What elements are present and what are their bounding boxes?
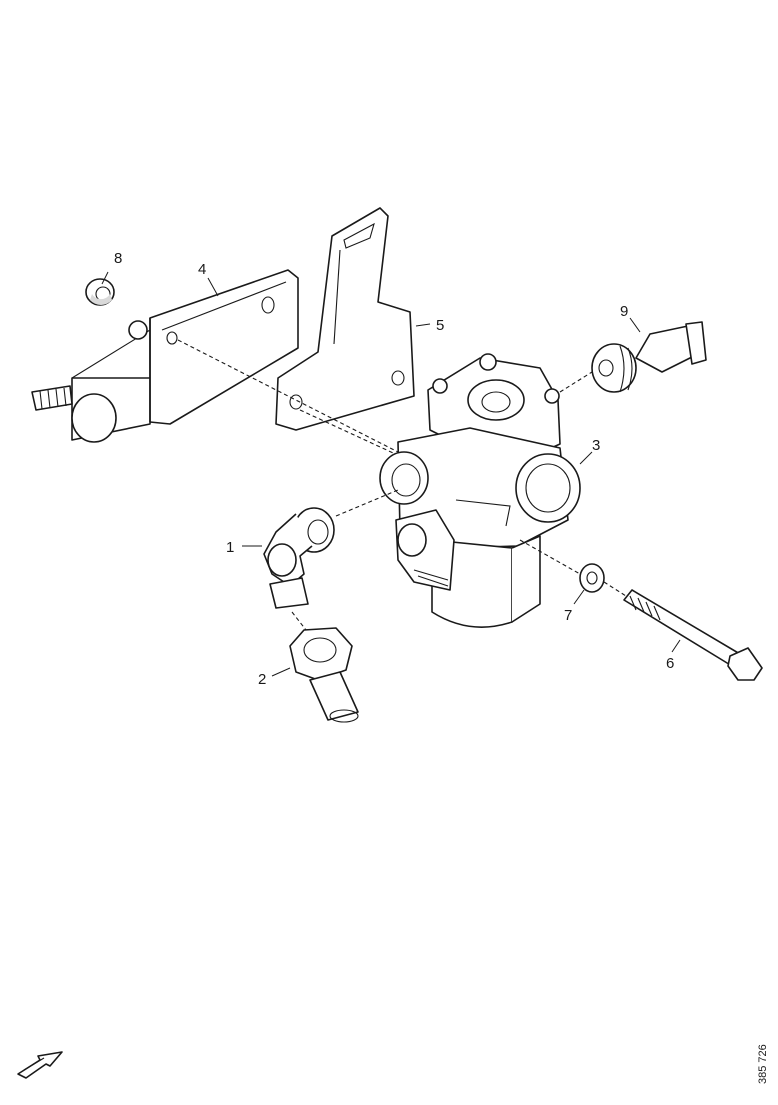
label-7: 7 (564, 607, 572, 624)
leader-9 (629, 317, 641, 333)
label-8: 8 (114, 250, 122, 267)
label-1: 1 (226, 539, 234, 556)
orientation-arrow-icon (17, 1051, 63, 1079)
part-9-fitting (591, 321, 707, 393)
label-5: 5 (436, 317, 444, 334)
assembly-line-7 (519, 539, 581, 575)
label-3: 3 (592, 437, 600, 454)
assembly-line-bracket (177, 339, 399, 453)
label-6: 6 (666, 655, 674, 672)
part-3-valve-body (379, 353, 581, 628)
part-8-nut (85, 278, 115, 306)
leader-6 (671, 639, 681, 653)
assembly-line-9 (559, 371, 593, 393)
part-4-bracket (31, 269, 299, 443)
label-4: 4 (198, 261, 206, 278)
leader-5 (415, 323, 431, 327)
leader-7 (573, 589, 585, 605)
part-6-bolt (623, 589, 763, 681)
leader-4 (207, 277, 219, 297)
label-9: 9 (620, 303, 628, 320)
leader-3 (579, 451, 593, 465)
part-1-elbow-fitting (263, 507, 335, 609)
leader-8 (101, 271, 109, 285)
assembly-line-2 (291, 611, 307, 631)
label-2: 2 (258, 671, 266, 688)
part-7-washer (579, 563, 605, 593)
figure-code: 385 726 (757, 1044, 769, 1084)
part-2-hex-adapter (289, 627, 359, 723)
leader-2 (271, 667, 291, 677)
assembly-line-1 (335, 489, 399, 517)
assembly-line-6 (603, 581, 627, 597)
part-5-bracket-plate (275, 207, 415, 431)
